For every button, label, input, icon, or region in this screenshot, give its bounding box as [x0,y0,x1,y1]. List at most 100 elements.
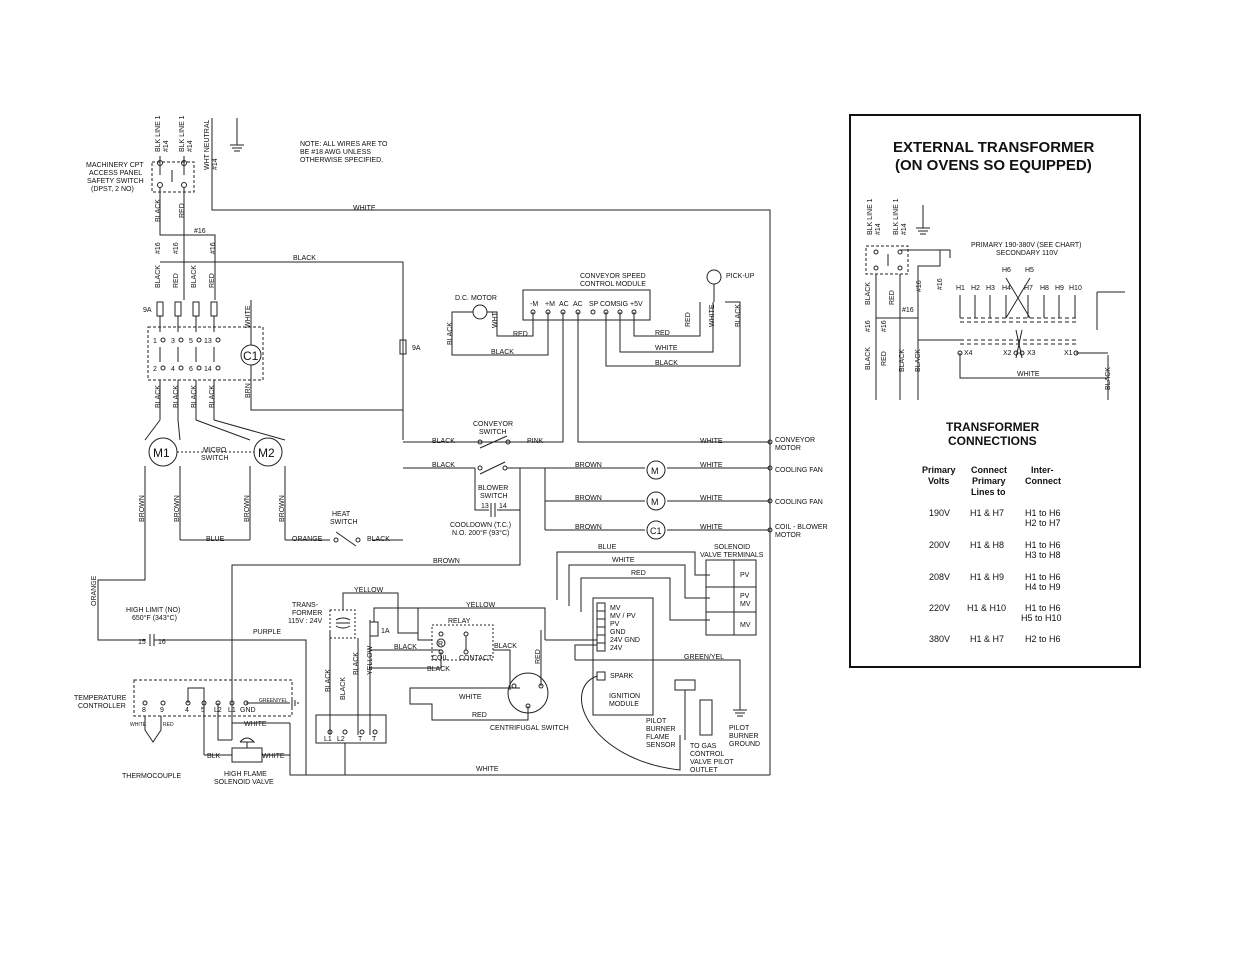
h-top-6: H6 [1002,267,1011,274]
brown-lower: BROWN [433,558,460,565]
yellow-tb: YELLOW [367,645,374,675]
trans-2: FORMER [292,610,322,617]
red-sol: RED [631,570,646,577]
blk-line1-a: BLK LINE 1 [155,115,162,152]
pilot-ground-3: GROUND [729,741,760,748]
row1-inter-1: H1 to H6 [1025,508,1061,518]
c1-term-14: 14 [204,366,212,373]
conveyor-motor-2: MOTOR [775,445,801,452]
ign-spark: SPARK [610,673,634,680]
micro-switch-l2: SWITCH [201,455,229,462]
pilot-sensor-4: SENSOR [646,742,676,749]
row4-lines: H1 & H10 [967,603,1006,613]
green-yel-tc: GREEN/YEL [259,698,288,704]
black-relay-2: BLACK [494,643,517,650]
pilot-ground-2: BURNER [729,733,759,740]
ign-pin-6: 24V [610,645,623,652]
sol-pvmv-1: PV [740,593,750,600]
row2-inter-2: H3 to H8 [1025,550,1061,560]
row5-volts: 380V [929,634,950,644]
row5-lines: H1 & H7 [970,634,1004,644]
ign-pin-1: MV [610,605,621,612]
solenoid-title-1: SOLENOID [714,544,750,551]
dc-motor: D.C. MOTOR [455,295,497,302]
ext-16-b: #16 [937,278,944,290]
ext-title-2: (ON OVENS SO EQUIPPED) [895,157,1092,174]
c1-term-4: 4 [171,366,175,373]
h-row-8: H8 [1040,285,1049,292]
ign-pin-5: 24V GND [610,637,640,644]
pilot-ground-1: PILOT [729,725,750,732]
wire16-a: #16 [194,228,206,235]
fuse-1a: 1A [381,628,390,635]
row5-inter-1: H2 to H6 [1025,634,1061,644]
c1-coil-label: C1 [243,349,259,363]
black-tb-2: BLACK [340,677,347,700]
white-tc-l1: WHITE [244,721,267,728]
sm-term-5: SP [589,301,599,308]
thermocouple: THERMOCOUPLE [122,773,181,780]
fan2-m: M [651,497,659,507]
conveyor-motor-1: CONVEYOR [775,437,815,444]
sm-term-3: AC [559,301,569,308]
red-label-3: RED [209,273,216,288]
black-c1-4: BLACK [209,385,216,408]
external-transformer-panel: EXTERNAL TRANSFORMER (ON OVENS SO EQUIPP… [849,114,1141,668]
tc-term-5: 5 [201,707,205,714]
blue-sol: BLUE [598,544,617,551]
black-c1-2: BLACK [173,385,180,408]
speed-title-1: CONVEYOR SPEED [580,273,646,280]
wht-neutral: WHT NEUTRAL [204,119,211,170]
black-tb-1: BLACK [325,669,332,692]
ext-black-2: BLACK [865,347,872,370]
x-row-1: X1 [1064,350,1073,357]
brown-m1a: BROWN [139,495,146,522]
yellow-relay: YELLOW [466,602,496,609]
row4-inter-2: H5 to H10 [1021,613,1062,623]
red-lower: RED [472,712,487,719]
brown-m1b: BROWN [174,495,181,522]
h-row-3: H3 [986,285,995,292]
black-top: BLACK [293,255,316,262]
h-row-4: H4 [1002,285,1011,292]
red-label-2: RED [173,273,180,288]
primary-label-1: PRIMARY 190-380V (SEE CHART) [971,242,1082,249]
hdr-connect-3: Lines to [971,487,1006,497]
black-relay-3: BLACK [427,666,450,673]
blower-term-13: 13 [481,503,489,510]
micro-switch-l1: MICRO [203,447,227,454]
gas-valve-1: TO GAS [690,743,717,750]
white-tc: WHITE [130,722,147,728]
cooling-fan-2: COOLING FAN [775,499,823,506]
tc-label-1: TEMPERATURE [74,695,127,702]
red-pickup: RED [685,312,692,327]
sm-term-6: COM [600,301,617,308]
blue-motor: BLUE [206,536,225,543]
black-label-2: BLACK [155,265,162,288]
gas-valve-4: OUTLET [690,767,718,774]
high-limit-2: 650°F (343°C) [132,614,177,622]
coil-blower-c1: C1 [650,526,662,536]
ext-16-a: #16 [916,280,923,292]
hdr-inter-2: Connect [1025,476,1061,486]
trans-1: TRANS- [292,602,319,609]
c1-term-5: 5 [189,338,193,345]
white-fan1: WHITE [700,462,723,469]
conn-title-1: TRANSFORMER [946,420,1040,434]
sol-mv: MV [740,622,751,629]
row3-volts: 208V [929,572,950,582]
h-row-7: H7 [1024,285,1033,292]
control-section: HIGH LIMIT (NO) 650°F (343°C) 15 16 PURP… [74,544,770,786]
m1-label: M1 [153,446,170,460]
relay-coil: COIL [432,655,448,662]
relay-contact: CONTACT [459,655,493,662]
white-hf: WHITE [262,753,285,760]
high-flame-1: HIGH FLAME [224,771,267,778]
h-row-1: H1 [956,285,965,292]
ext-blk-line-a: BLK LINE 1 [867,198,874,235]
wire14-c: #14 [212,158,219,170]
wire16-d: #16 [210,242,217,254]
conveyor-module: 9A D.C. MOTOR WHT RED BLACK BLACK CONVEY… [399,269,770,443]
relay-title: RELAY [448,618,471,625]
